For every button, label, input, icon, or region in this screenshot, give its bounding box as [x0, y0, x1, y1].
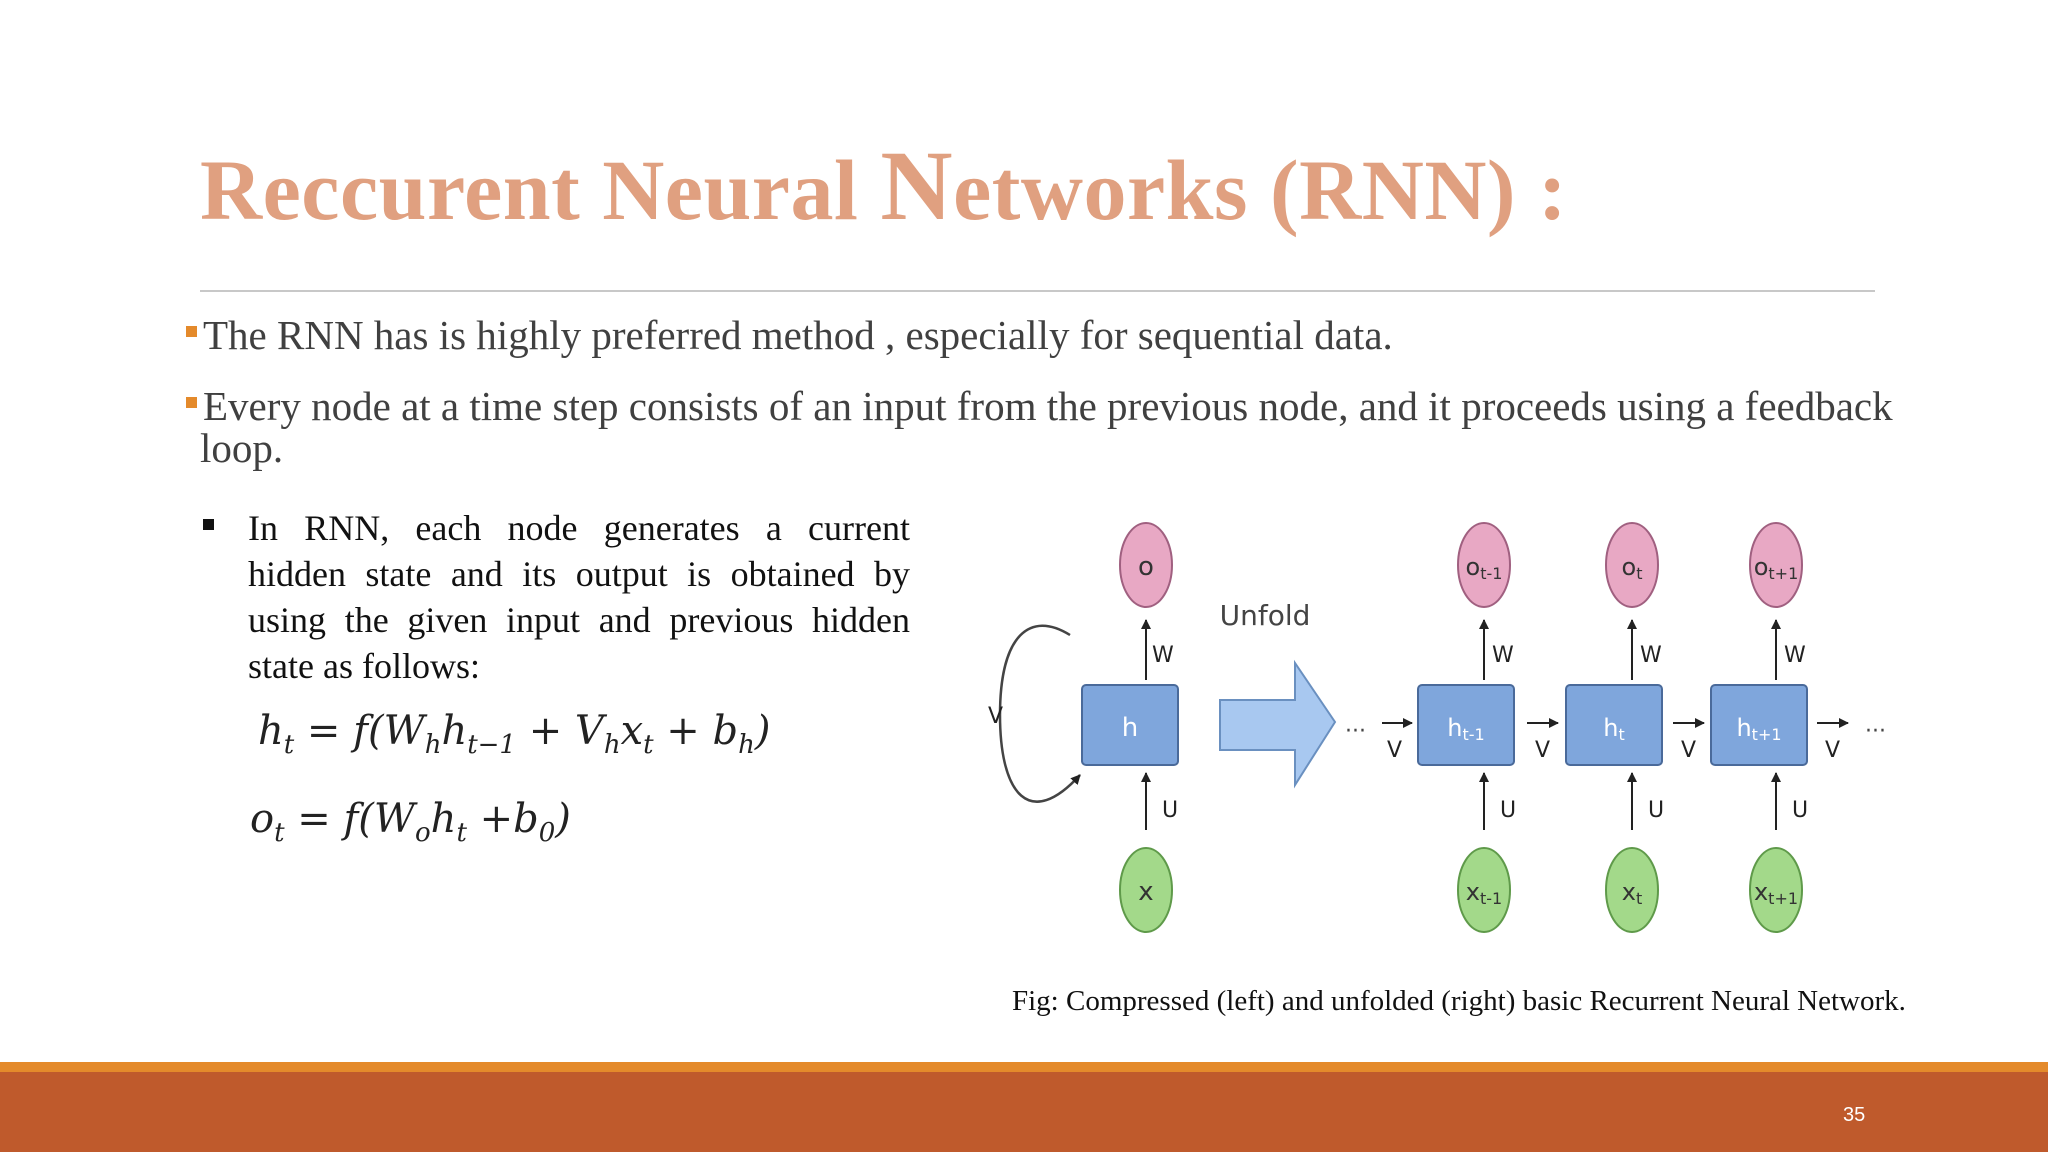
input-node-label: x [1138, 877, 1153, 907]
ellipsis-right: ··· [1865, 719, 1886, 744]
v-label-2: V [1681, 738, 1696, 763]
input-node-x-t-1 [1457, 847, 1511, 933]
u-label-t+1: U [1792, 798, 1808, 823]
unfolded-step-t: ot W ht U xt [1565, 522, 1664, 933]
hidden-label-t: ht [1603, 714, 1625, 744]
hidden-node-h-t-1 [1417, 684, 1515, 766]
loop-v-label: V [988, 704, 1003, 729]
hidden-node-label: h [1122, 713, 1138, 743]
figure-caption: Fig: Compressed (left) and unfolded (rig… [1012, 985, 1906, 1017]
output-node-o-t+1 [1749, 522, 1803, 608]
w-label-t-1: W [1492, 643, 1514, 668]
unfolded-step-t+1: ot+1 W ht+1 U xt+1 [1710, 522, 1808, 933]
ellipsis-left: ··· [1345, 719, 1366, 744]
slide-title: Reccurent Neural Networks (RNN) : [200, 130, 1568, 241]
w-label-t+1: W [1784, 643, 1806, 668]
hidden-label-t-1: ht-1 [1447, 714, 1484, 744]
v-label-0: V [1387, 738, 1402, 763]
output-node-o-t [1605, 522, 1659, 608]
output-label-t: ot [1622, 553, 1643, 583]
sub-bullet-text: In RNN, each node generates a current hi… [248, 508, 910, 686]
hidden-node-h [1081, 684, 1179, 766]
sub-bullet-marker [203, 519, 214, 530]
hidden-label-t+1: ht+1 [1736, 714, 1781, 744]
v-label-3: V [1825, 738, 1840, 763]
equation-output: ot = f(Woht +b0) [250, 796, 571, 848]
bullet-marker [186, 397, 197, 409]
u-label: U [1162, 798, 1178, 823]
rnn-diagram: V o W h U x Unfold ··· V ot-1 W ht-1 U x… [988, 522, 1886, 933]
equation-hidden-state: ht = f(Whht−1 + Vhxt + bh) [258, 708, 771, 760]
output-label-t+1: ot+1 [1754, 553, 1799, 583]
bullet-1: The RNN has is highly preferred method ,… [186, 314, 1393, 356]
output-node-label: o [1138, 552, 1154, 582]
u-label-t-1: U [1500, 798, 1516, 823]
input-node-x [1119, 847, 1173, 933]
page-number: 35 [1843, 1104, 1866, 1126]
hidden-node-h-t [1565, 684, 1663, 766]
input-node-x-t [1605, 847, 1659, 933]
input-label-t: xt [1622, 878, 1642, 908]
input-label-t-1: xt-1 [1466, 878, 1502, 908]
output-label-t-1: ot-1 [1466, 553, 1503, 583]
footer-bar [0, 1072, 2048, 1152]
feedback-loop [998, 624, 1081, 803]
bullet-2-continuation: loop. [200, 425, 284, 471]
w-label-t: W [1640, 643, 1662, 668]
footer-accent-line [0, 1062, 2048, 1072]
output-node-o-t-1 [1457, 522, 1511, 608]
bullet-2: Every node at a time step consists of an… [186, 385, 1986, 469]
hidden-node-h-t+1 [1710, 684, 1808, 766]
input-node-x-t+1 [1749, 847, 1803, 933]
input-label-t+1: xt+1 [1754, 878, 1798, 908]
w-label: W [1152, 643, 1174, 668]
v-label-1: V [1535, 738, 1550, 763]
u-label-t: U [1648, 798, 1664, 823]
sub-bullet: In RNN, each node generates a current hi… [200, 505, 910, 689]
unfold-label: Unfold [1220, 599, 1311, 632]
unfold-arrow [1219, 659, 1337, 789]
unfolded-step-t-1: ot-1 W ht-1 U xt-1 [1417, 522, 1516, 933]
bullet-marker [186, 326, 197, 338]
output-node-o [1119, 522, 1173, 608]
title-divider [200, 290, 1875, 292]
